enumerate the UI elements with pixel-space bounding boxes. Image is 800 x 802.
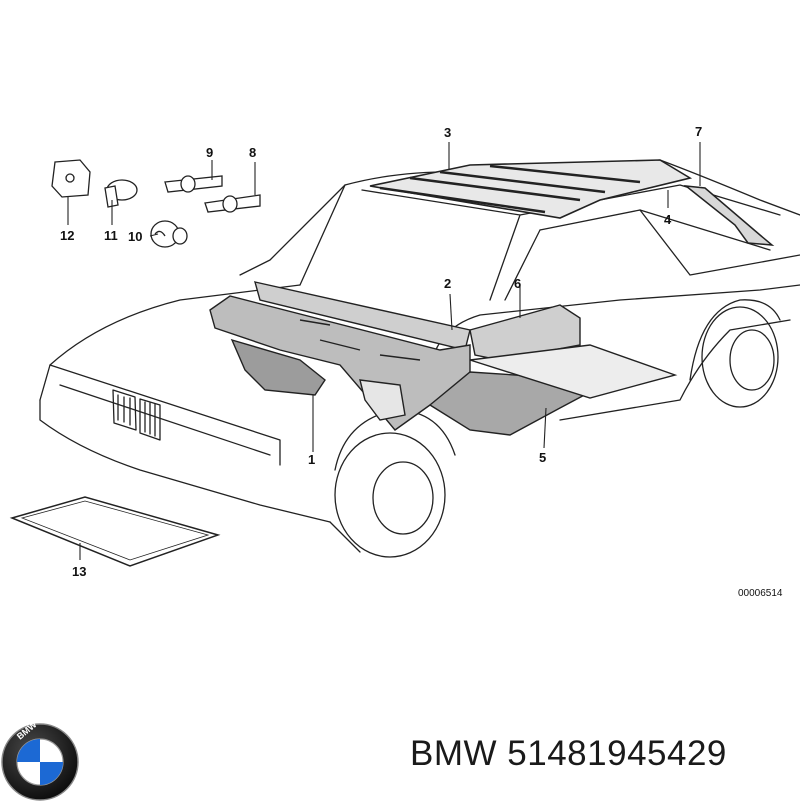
callout-11: 11 [104,228,118,243]
bulkhead-insulation-part [209,281,471,431]
clip-10-part [150,220,188,248]
clip-12-part [51,159,91,198]
front-wheel [334,409,456,558]
callout-6: 6 [514,276,521,291]
bmw-logo-icon: BMW [1,722,79,801]
roof-insulation-part [369,159,693,219]
floor-mat-part [9,496,221,567]
screw-9-part [164,175,223,193]
screw-8-part [204,194,261,213]
part-number-caption: BMW 51481945429 [410,734,727,774]
fastener-parts [51,159,261,248]
callout-7: 7 [695,124,702,139]
callout-1: 1 [308,452,315,467]
callout-3: 3 [444,125,451,140]
callout-9: 9 [206,145,213,160]
callout-5: 5 [539,450,546,465]
callout-12: 12 [60,228,74,243]
callout-8: 8 [249,145,256,160]
kidney-grille [112,389,161,441]
callout-2: 2 [444,276,451,291]
nut-11-part [104,179,138,208]
floor-insulation-part [428,304,678,436]
callout-10: 10 [128,229,142,244]
leader-lines [67,142,701,560]
callout-4: 4 [664,212,672,227]
drawing-code: 00006514 [738,588,783,599]
pillar-insulation-part [683,184,775,246]
brand-name: BMW [410,734,498,773]
part-number: 51481945429 [507,734,727,773]
rear-wheel [689,299,781,408]
callout-13: 13 [72,564,86,579]
callout-labels: 1 2 3 4 5 6 7 8 9 10 11 12 13 [60,124,702,579]
